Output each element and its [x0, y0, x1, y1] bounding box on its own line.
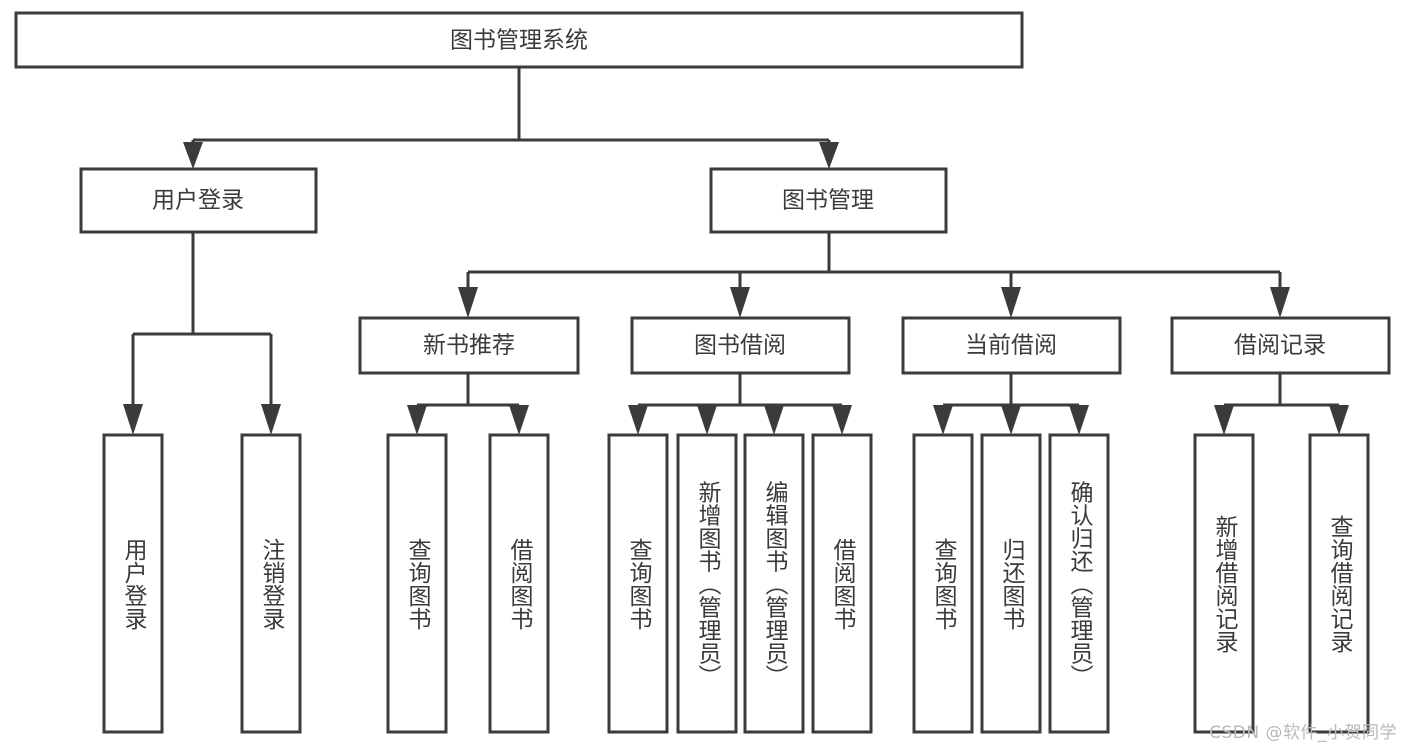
- arrow-book-to-book-borrow: [730, 287, 750, 318]
- node-root[interactable]: 图书管理系统: [14, 11, 1024, 69]
- node-leaf-query-record[interactable]: 查询借阅记录: [1308, 433, 1370, 734]
- arrow-bb-to-add-book: [697, 405, 717, 435]
- arrow-bb-to-borrow-book: [832, 405, 852, 435]
- connector-group-borrow-record: [1214, 373, 1349, 435]
- node-leaf-user-logout-label: 注销登录: [258, 538, 286, 630]
- node-current-borrow-box[interactable]: [901, 316, 1122, 375]
- node-leaf-query-book-1-label: 查询图书: [404, 538, 432, 630]
- node-leaf-borrow-book-1-label: 借阅图书: [506, 538, 534, 630]
- node-root-label: 图书管理系统: [450, 28, 588, 54]
- node-leaf-add-book[interactable]: 新增图书（管理员）: [676, 433, 738, 734]
- arrow-user-to-logout: [261, 404, 281, 435]
- node-leaf-user-login-box[interactable]: [102, 433, 164, 734]
- node-leaf-confirm-return-box[interactable]: [1048, 433, 1110, 734]
- node-leaf-borrow-book-2-label: 借阅图书: [829, 538, 857, 630]
- node-leaf-add-book-box[interactable]: [676, 433, 738, 734]
- node-new-book-rec[interactable]: 新书推荐: [358, 316, 580, 375]
- arrow-nbr-to-borrow-book: [509, 405, 529, 435]
- arrow-root-to-book-manage: [819, 142, 839, 169]
- node-book-manage-label: 图书管理: [782, 188, 874, 214]
- node-leaf-edit-book[interactable]: 编辑图书（管理员）: [743, 433, 805, 734]
- arrow-bb-to-edit-book: [764, 405, 784, 435]
- node-leaf-confirm-return-label: 确认归还（管理员）: [1066, 481, 1094, 688]
- node-leaf-add-record-box[interactable]: [1193, 433, 1255, 734]
- node-current-borrow[interactable]: 当前借阅: [901, 316, 1122, 375]
- node-leaf-borrow-book-1-box[interactable]: [488, 433, 550, 734]
- node-leaf-query-book-1[interactable]: 查询图书: [386, 433, 448, 734]
- node-leaf-query-book-2-box[interactable]: [607, 433, 669, 734]
- node-leaf-edit-book-label: 编辑图书（管理员）: [761, 481, 789, 688]
- connector-group-book-manage: [458, 232, 1290, 318]
- node-root-box[interactable]: [14, 11, 1024, 69]
- node-borrow-record-box[interactable]: [1170, 316, 1391, 375]
- node-leaf-confirm-return[interactable]: 确认归还（管理员）: [1048, 433, 1110, 734]
- node-book-borrow[interactable]: 图书借阅: [630, 316, 851, 375]
- node-user-login-box[interactable]: [79, 167, 318, 234]
- node-leaf-query-record-label: 查询借阅记录: [1326, 515, 1354, 653]
- node-leaf-user-login-label: 用户登录: [120, 538, 148, 630]
- node-leaf-return-book-label: 归还图书: [998, 538, 1026, 630]
- node-leaf-query-book-3[interactable]: 查询图书: [912, 433, 974, 734]
- arrow-cb-to-query-book: [933, 405, 953, 435]
- connector-group-current-borrow: [933, 373, 1089, 435]
- node-leaf-borrow-book-1[interactable]: 借阅图书: [488, 433, 550, 734]
- node-leaf-user-logout-box[interactable]: [240, 433, 302, 734]
- node-borrow-record[interactable]: 借阅记录: [1170, 316, 1391, 375]
- node-leaf-user-logout[interactable]: 注销登录: [240, 433, 302, 734]
- arrow-cb-to-return-book: [1001, 405, 1021, 435]
- node-book-manage-box[interactable]: [709, 167, 948, 234]
- connector-group-new-book-rec: [407, 373, 529, 435]
- connector-group-book-borrow: [628, 373, 852, 435]
- arrow-root-to-user-login: [183, 142, 203, 169]
- node-leaf-query-book-1-box[interactable]: [386, 433, 448, 734]
- node-leaf-edit-book-box[interactable]: [743, 433, 805, 734]
- node-leaf-borrow-book-2[interactable]: 借阅图书: [811, 433, 873, 734]
- arrow-nbr-to-query-book: [407, 405, 427, 435]
- node-new-book-rec-box[interactable]: [358, 316, 580, 375]
- connector-group-root: [183, 67, 839, 169]
- node-new-book-rec-label: 新书推荐: [423, 333, 515, 359]
- node-leaf-query-book-3-box[interactable]: [912, 433, 974, 734]
- node-user-login-label: 用户登录: [152, 188, 244, 214]
- arrow-cb-to-confirm-return: [1069, 405, 1089, 435]
- node-book-borrow-label: 图书借阅: [694, 333, 786, 359]
- node-book-manage[interactable]: 图书管理: [709, 167, 948, 234]
- node-leaf-query-book-2[interactable]: 查询图书: [607, 433, 669, 734]
- arrow-bb-to-query-book: [628, 405, 648, 435]
- node-leaf-add-record[interactable]: 新增借阅记录: [1193, 433, 1255, 734]
- node-leaf-query-book-2-label: 查询图书: [625, 538, 653, 630]
- node-leaf-query-record-box[interactable]: [1308, 433, 1370, 734]
- connector-group-user-login: [123, 232, 281, 435]
- node-leaf-user-login[interactable]: 用户登录: [102, 433, 164, 734]
- node-leaf-borrow-book-2-box[interactable]: [811, 433, 873, 734]
- node-leaf-add-book-label: 新增图书（管理员）: [694, 481, 722, 688]
- node-current-borrow-label: 当前借阅: [965, 333, 1057, 359]
- node-leaf-return-book-box[interactable]: [980, 433, 1042, 734]
- arrow-br-to-query-record: [1329, 405, 1349, 435]
- arrow-book-to-borrow-record: [1270, 287, 1290, 318]
- arrow-br-to-add-record: [1214, 405, 1234, 435]
- node-borrow-record-label: 借阅记录: [1234, 333, 1326, 359]
- arrow-book-to-new-book-rec: [458, 287, 478, 318]
- node-leaf-add-record-label: 新增借阅记录: [1211, 515, 1239, 653]
- node-leaf-query-book-3-label: 查询图书: [930, 538, 958, 630]
- arrow-book-to-current-borrow: [1001, 287, 1021, 318]
- arrow-user-to-login: [123, 404, 143, 435]
- node-user-login[interactable]: 用户登录: [79, 167, 318, 234]
- node-book-borrow-box[interactable]: [630, 316, 851, 375]
- node-leaf-return-book[interactable]: 归还图书: [980, 433, 1042, 734]
